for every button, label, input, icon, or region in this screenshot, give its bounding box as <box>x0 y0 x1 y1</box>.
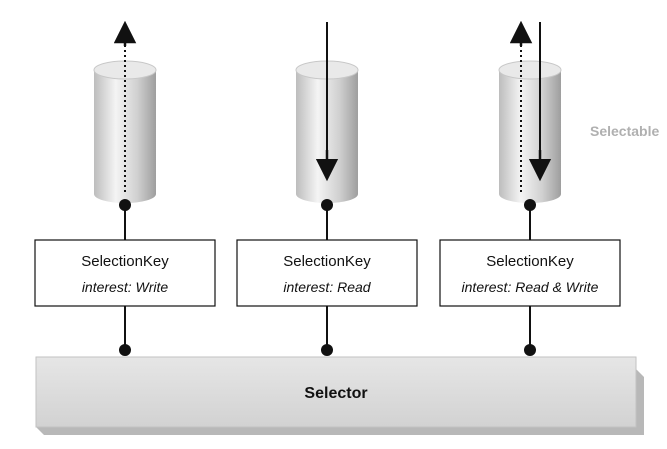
channel-write: SelectionKey interest: Write <box>34 20 216 356</box>
cylinder <box>93 60 157 203</box>
channel-read: SelectionKey interest: Read <box>236 22 418 356</box>
selection-key-title: SelectionKey <box>486 253 574 270</box>
selector-shadow <box>36 369 644 435</box>
junction-dot <box>321 199 333 211</box>
selector-face <box>35 356 637 428</box>
junction-dot <box>119 344 131 356</box>
cylinder <box>498 60 562 203</box>
selection-key-box: SelectionKey interest: Read & Write <box>439 239 621 307</box>
selection-key-interest: interest: Read & Write <box>462 279 599 295</box>
junction-dot <box>321 344 333 356</box>
junction-dot <box>119 199 131 211</box>
selection-key-box: SelectionKey interest: Read <box>236 239 418 307</box>
selection-key-interest: interest: Read <box>283 279 371 295</box>
selector-label: Selector <box>304 385 367 402</box>
selection-key-title: SelectionKey <box>283 253 371 270</box>
selection-key-interest: interest: Write <box>82 279 169 295</box>
junction-dot <box>524 344 536 356</box>
selectable-label: Selectable <box>590 123 659 139</box>
selector-bar: Selector <box>35 356 644 435</box>
selection-key-title: SelectionKey <box>81 253 169 270</box>
junction-dot <box>524 199 536 211</box>
selection-key-box: SelectionKey interest: Write <box>34 239 216 307</box>
channel-read-write: SelectionKey interest: Read & Write <box>439 20 621 356</box>
